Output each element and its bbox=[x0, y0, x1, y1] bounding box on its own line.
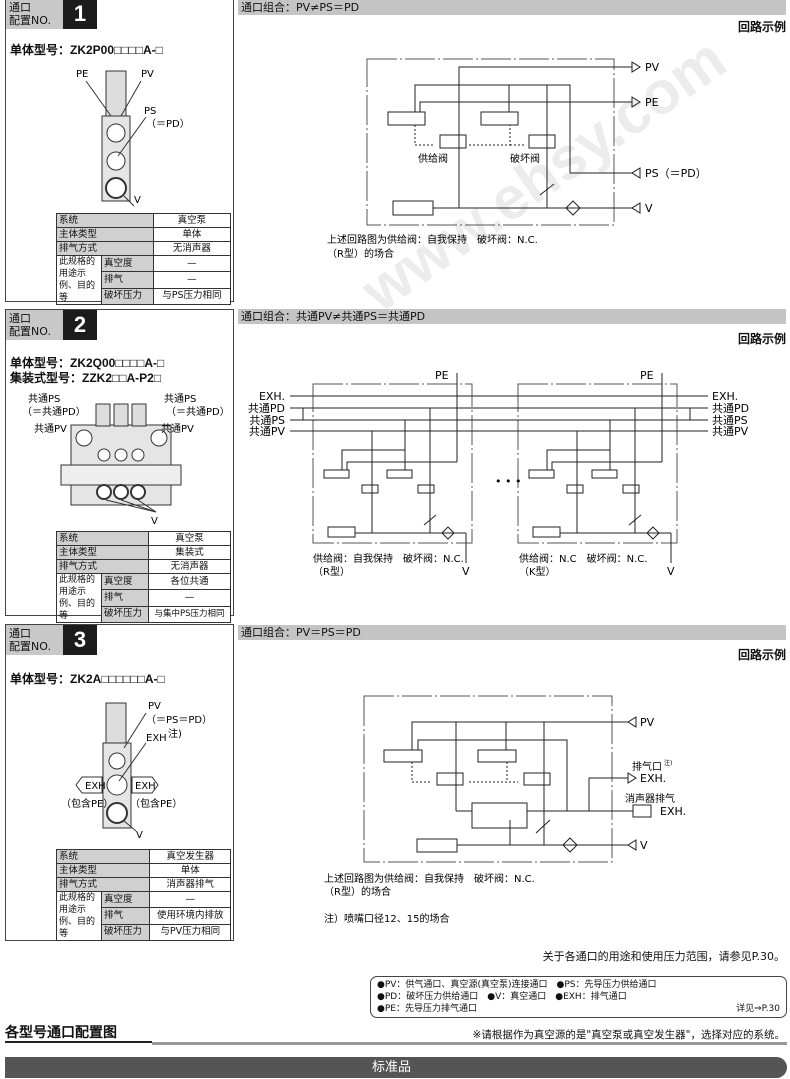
port-label-pe: PE bbox=[640, 369, 654, 382]
circuit-note: 注）喷嘴口径12、15的场合 bbox=[324, 912, 449, 925]
circuit-caption: 供给阀：N.C 破坏阀：N.C. bbox=[519, 552, 647, 565]
port-label-exh: EXH. bbox=[640, 772, 666, 785]
note-mark: 注) bbox=[168, 727, 182, 740]
config-label: 通口 配置NO. bbox=[6, 310, 63, 340]
circuit-caption: （R型）的场合 bbox=[324, 885, 391, 898]
circuit-example-label: 回路示例 bbox=[737, 648, 786, 662]
port-label: （＝共通PD） bbox=[166, 406, 230, 418]
port-label-v: V bbox=[462, 565, 470, 578]
config-number: 1 bbox=[63, 0, 97, 29]
port-label: PS bbox=[144, 106, 156, 117]
circuit-diagram-3: PV 排气口 注) EXH. 消声器排气 EXH. V 上述回路图为供给阀：自我… bbox=[324, 695, 686, 925]
ellipsis: • • • bbox=[495, 475, 521, 488]
port-label: PV bbox=[141, 69, 154, 80]
circuit-caption: 供给阀：自我保持 破坏阀：N.C. bbox=[313, 552, 464, 565]
port-label: V bbox=[134, 195, 141, 206]
standard-product-label: 标准品 bbox=[372, 1060, 412, 1075]
legend-line: ●PE：先导压力排气通口 bbox=[377, 1004, 477, 1014]
title-underline bbox=[5, 1041, 152, 1043]
manifold-model-number: 集装式型号：ZZK2□□A-P2□ bbox=[10, 371, 162, 385]
product-illustration: 共通PS （＝共通PD） 共通PV 共通PS （＝共通PD） 共通PV V bbox=[22, 393, 230, 527]
legend-line: ●PD：破坏压力供给通口 ●V：真空通口 ●EXH：排气通口 bbox=[377, 992, 627, 1002]
port-label: 共通PS bbox=[249, 414, 285, 427]
circuit-diagram-1: PV PE PS（＝PD） V 供给阀 破坏阀 上述回路图为供给阀：自我保持 破… bbox=[327, 58, 707, 260]
port-usage-reference: 关于各通口的用途和使用压力范围，请参见P.30。 bbox=[542, 950, 785, 963]
port-label: V bbox=[136, 830, 143, 841]
silencer-exhaust-label: 消声器排气 bbox=[625, 792, 675, 805]
port-label: 共通PV bbox=[34, 423, 67, 435]
port-label: 共通PV bbox=[712, 425, 749, 438]
port-label: EXH. bbox=[712, 390, 738, 403]
port-label: EXH bbox=[146, 733, 167, 744]
circuit-example-label: 回路示例 bbox=[737, 332, 786, 346]
port-label: （＝PD） bbox=[146, 118, 186, 130]
port-label-v: V bbox=[640, 839, 648, 852]
port-label-pe: PE bbox=[435, 369, 449, 382]
config-number: 2 bbox=[63, 310, 97, 340]
system-selection-note: ※请根据作为真空源的是"真空泵或真空发生器"，选择对应的系统。 bbox=[472, 1029, 785, 1041]
port-label: 共通PV bbox=[161, 423, 194, 435]
port-label: 共通PD bbox=[712, 402, 749, 415]
port-label: 共通PD bbox=[248, 402, 285, 415]
port-label-ps: PS（＝PD） bbox=[645, 167, 707, 180]
circuit-example-label: 回路示例 bbox=[737, 20, 786, 34]
product-illustration: PV （＝PS＝PD） EXH 注) EXH EXH （包含PE） （包含PE）… bbox=[61, 701, 212, 841]
break-valve-label: 破坏阀 bbox=[510, 152, 540, 165]
spec-table: 系统真空泵 主体类型单体 排气方式无消声器 此规格的用途示例、目的等真空度— 排… bbox=[56, 213, 232, 306]
port-label: （包含PE） bbox=[61, 797, 113, 810]
circuit-caption: 上述回路图为供给阀：自我保持 破坏阀：N.C. bbox=[324, 872, 535, 885]
port-label: （＝PS＝PD） bbox=[146, 714, 212, 726]
divider bbox=[152, 1042, 787, 1045]
model-number: 单体型号：ZK2A□□□□□□A-□ bbox=[10, 672, 165, 686]
port-label: EXH bbox=[135, 781, 156, 792]
port-label: 共通PS bbox=[164, 393, 196, 405]
port-combination-header: 通口组合：PV＝PS＝PD bbox=[238, 625, 786, 640]
spec-table: 系统真空发生器 主体类型单体 排气方式消声器排气 此规格的用途示例、目的等真空度… bbox=[55, 849, 231, 942]
exhaust-port-label: 排气口 bbox=[632, 760, 662, 773]
circuit-caption: （R型） bbox=[313, 565, 350, 578]
port-label: 共通PV bbox=[249, 425, 286, 438]
config-panel-3: 通口 配置NO. 3 单体型号：ZK2A□□□□□□A-□ PV （＝PS＝PD… bbox=[5, 624, 234, 942]
port-label-exh: EXH. bbox=[660, 805, 686, 818]
config-label: 通口 配置NO. bbox=[6, 0, 63, 29]
port-label: 共通PS bbox=[28, 393, 60, 405]
product-illustration: PE PV PS （＝PD） V bbox=[76, 69, 186, 207]
config-label: 通口 配置NO. bbox=[6, 625, 63, 655]
config-number: 3 bbox=[63, 625, 97, 655]
circuit-caption: （R型）的场合 bbox=[327, 247, 394, 260]
port-label: （＝共通PD） bbox=[22, 406, 86, 418]
port-label-pv: PV bbox=[640, 716, 655, 729]
spec-table: 系统真空泵 主体类型集装式 排气方式无消声器 此规格的用途示例、目的等真空度各位… bbox=[56, 531, 231, 624]
circuit-caption: （K型） bbox=[519, 565, 556, 578]
port-label: EXH. bbox=[259, 390, 285, 403]
model-number: 单体型号：ZK2P00□□□□A-□ bbox=[10, 43, 163, 57]
port-label-v: V bbox=[645, 202, 653, 215]
port-label: PV bbox=[148, 701, 161, 712]
port-combination-header: 通口组合：PV≠PS＝PD bbox=[238, 0, 786, 15]
standard-product-band: 标准品 bbox=[5, 1057, 787, 1078]
config-panel-1: 通口 配置NO. 1 单体型号：ZK2P00□□□□A-□ PE PV PS （… bbox=[5, 0, 234, 306]
port-label: PE bbox=[76, 69, 88, 80]
circuit-diagram-2: EXH. 共通PD 共通PS 共通PV EXH. 共通PD 共通PS 共通PV … bbox=[248, 369, 749, 578]
port-label: EXH bbox=[85, 781, 106, 792]
port-combination-header: 通口组合：共通PV≠共通PS＝共通PD bbox=[238, 309, 786, 324]
port-label: 共通PS bbox=[712, 414, 748, 427]
port-label: V bbox=[151, 516, 158, 527]
supply-valve-label: 供给阀 bbox=[418, 152, 448, 165]
port-legend: ●PV：供气通口、真空源(真空泵)连接通口 ●PS：先导压力供给通口 ●PD：破… bbox=[370, 976, 787, 1018]
port-label: （包含PE） bbox=[130, 797, 182, 810]
model-number: 单体型号：ZK2Q00□□□□A-□ bbox=[10, 356, 165, 370]
port-label-pv: PV bbox=[645, 61, 660, 74]
circuit-caption: 上述回路图为供给阀：自我保持 破坏阀：N.C. bbox=[327, 233, 538, 246]
config-panel-2: 通口 配置NO. 2 单体型号：ZK2Q00□□□□A-□ 集装式型号：ZZK2… bbox=[5, 309, 234, 624]
note-mark: 注) bbox=[664, 759, 672, 767]
details-link[interactable]: 详见⇒P.30 bbox=[736, 1004, 780, 1014]
port-label-v: V bbox=[667, 565, 675, 578]
legend-line: ●PV：供气通口、真空源(真空泵)连接通口 ●PS：先导压力供给通口 bbox=[377, 980, 657, 990]
port-label-pe: PE bbox=[645, 96, 659, 109]
section-title: 各型号通口配置图 bbox=[5, 1025, 117, 1041]
